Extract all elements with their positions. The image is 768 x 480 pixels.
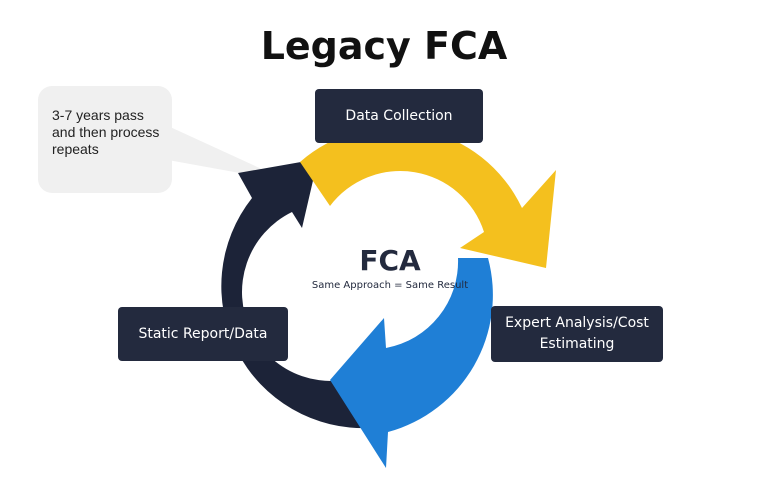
callout-bubble xyxy=(38,86,290,193)
yellow-cycle-arrow xyxy=(300,126,556,268)
step-static-report: Static Report/Data xyxy=(118,307,288,361)
step-label: Expert Analysis/Cost Estimating xyxy=(505,315,649,352)
step-data-collection: Data Collection xyxy=(315,89,483,143)
blue-cycle-arrow xyxy=(330,258,493,468)
center-subtitle: Same Approach = Same Result xyxy=(311,280,469,291)
diagram-title: Legacy FCA xyxy=(260,24,508,68)
step-label: Static Report/Data xyxy=(138,325,268,342)
step-expert-analysis: Expert Analysis/Cost Estimating xyxy=(491,306,663,362)
step-label: Data Collection xyxy=(345,107,453,124)
center-title: FCA xyxy=(359,244,421,277)
callout-text: 3-7 years pass and then process repeats xyxy=(52,107,160,157)
callout-pointer xyxy=(168,126,290,182)
callout-shape xyxy=(38,86,172,193)
